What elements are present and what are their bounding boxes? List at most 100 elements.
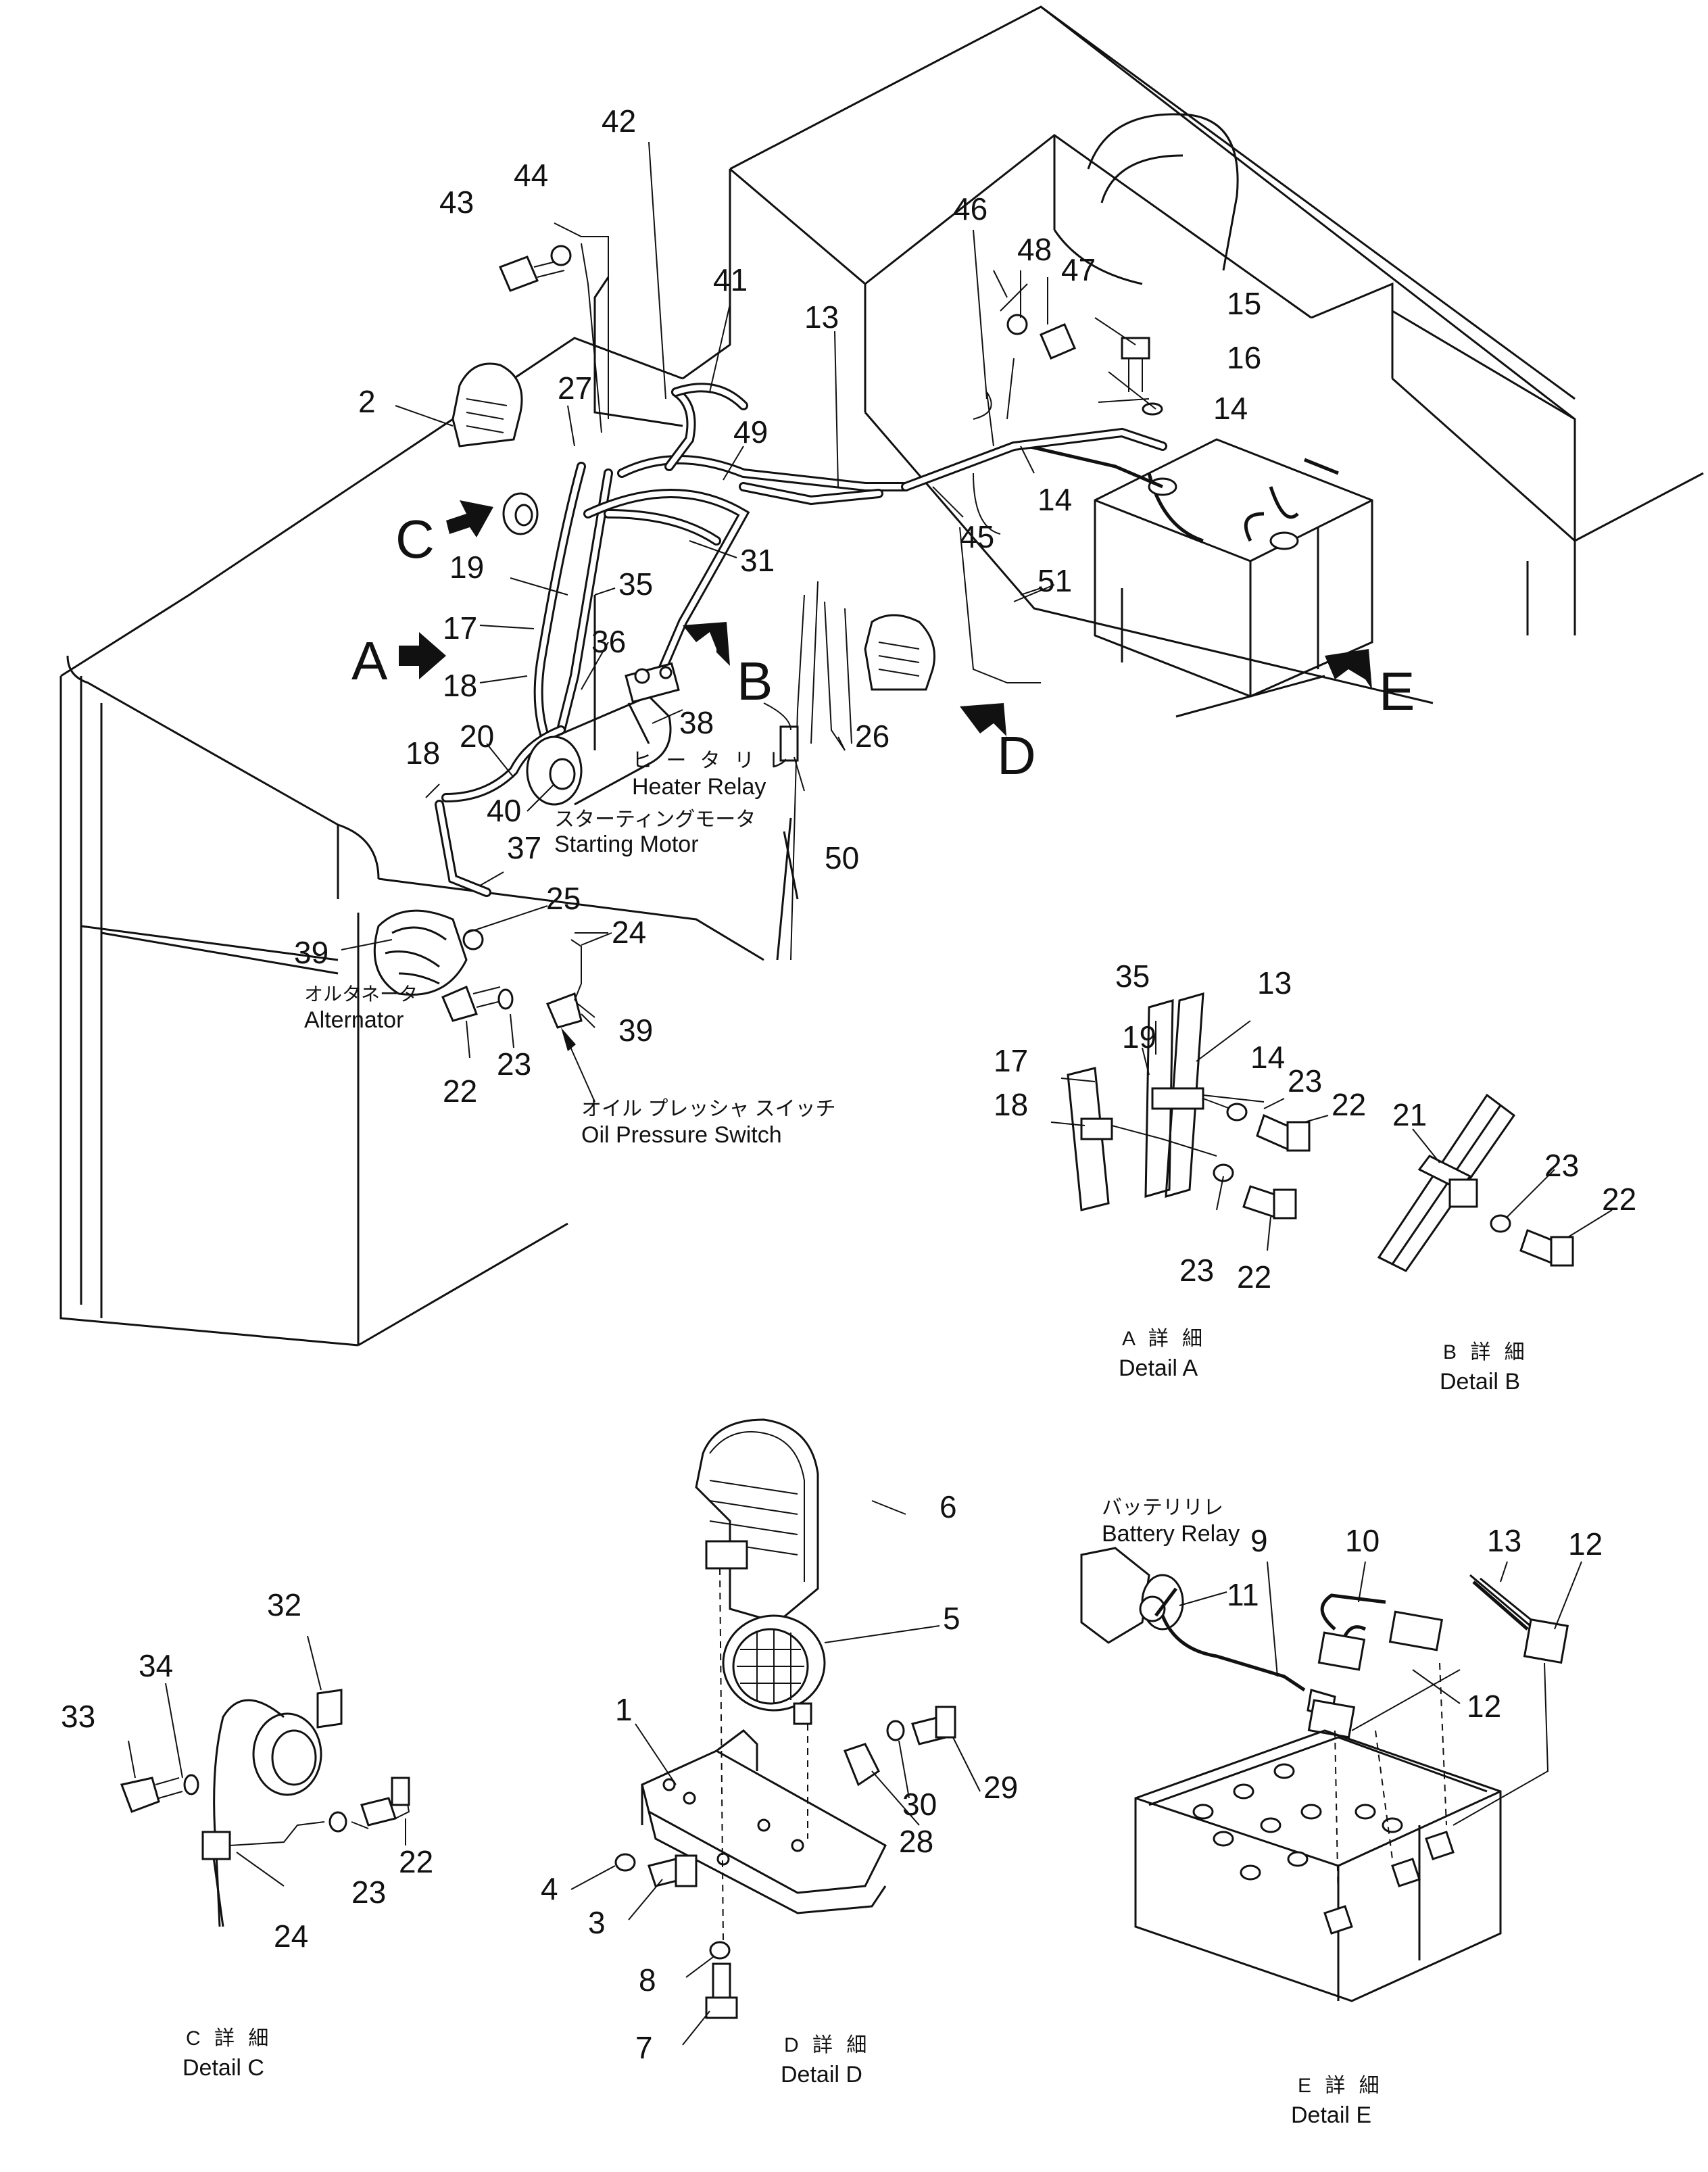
callout-25: 25 xyxy=(546,881,581,916)
callout-8: 8 xyxy=(639,1962,656,1998)
callout-22-b: 22 xyxy=(1602,1182,1636,1217)
callout-42: 42 xyxy=(602,103,636,139)
arrow-b xyxy=(683,622,730,666)
callout-51: 51 xyxy=(1038,563,1072,598)
callout-38: 38 xyxy=(679,705,714,740)
callouts-detail-c: 32 34 33 22 23 24 C 詳 細 Detail C xyxy=(61,1587,433,2081)
callout-18-main-b: 18 xyxy=(406,735,440,771)
main-fasteners xyxy=(441,245,1163,1029)
battery-relay-label: Battery Relay xyxy=(1102,1521,1240,1547)
callout-5: 5 xyxy=(943,1601,960,1636)
callout-49: 49 xyxy=(733,414,768,450)
callout-17-a: 17 xyxy=(994,1043,1028,1078)
callout-30: 30 xyxy=(902,1787,937,1822)
callout-27: 27 xyxy=(558,370,592,406)
arrow-c xyxy=(446,500,493,537)
callout-23-main: 23 xyxy=(497,1046,531,1082)
arrow-a xyxy=(399,632,446,679)
callout-3: 3 xyxy=(588,1905,606,1940)
callout-35-a: 35 xyxy=(1115,959,1150,994)
callout-48: 48 xyxy=(1017,232,1052,267)
callout-17-main: 17 xyxy=(443,610,477,646)
callout-23-a2: 23 xyxy=(1179,1253,1214,1288)
alternator-assembly xyxy=(373,909,484,996)
callout-37: 37 xyxy=(507,830,541,865)
detail-c-caption-jp: C 詳 細 xyxy=(186,2027,272,2050)
callout-13-a: 13 xyxy=(1257,965,1292,1000)
arrow-d xyxy=(960,703,1007,744)
callout-47: 47 xyxy=(1061,252,1096,287)
callout-40: 40 xyxy=(487,793,521,828)
callouts-detail-a-b: 35 13 17 19 14 23 22 18 23 22 21 23 22 xyxy=(994,959,1636,1295)
work-lamp-right-main xyxy=(864,614,935,691)
detail-c-drawing xyxy=(120,1635,410,1927)
callouts-detail-e: バッテリリレ Battery Relay 9 10 13 12 11 12 E … xyxy=(1102,1497,1603,2128)
callout-9: 9 xyxy=(1250,1523,1268,1558)
callout-22-a1: 22 xyxy=(1332,1087,1366,1122)
callout-35-main: 35 xyxy=(618,566,653,602)
callout-32: 32 xyxy=(267,1587,301,1622)
callout-19-main: 19 xyxy=(449,550,484,585)
callout-22-a2: 22 xyxy=(1237,1259,1271,1295)
starting-motor-assembly xyxy=(526,662,680,806)
callout-24-c: 24 xyxy=(274,1918,308,1954)
view-letter-a: A xyxy=(351,631,388,691)
callout-31: 31 xyxy=(740,543,775,578)
callout-28: 28 xyxy=(899,1824,933,1859)
detail-a-caption-jp: A 詳 細 xyxy=(1122,1328,1206,1350)
callout-16: 16 xyxy=(1227,340,1261,375)
horn-main xyxy=(502,492,539,535)
heater-relay-label: Heater Relay xyxy=(632,774,766,800)
callout-43: 43 xyxy=(439,185,474,220)
battery-main-view xyxy=(1027,438,1373,698)
callout-39-main-b: 39 xyxy=(618,1013,653,1048)
detail-b-caption-jp: B 詳 細 xyxy=(1443,1341,1529,1363)
starting-motor-label: Starting Motor xyxy=(554,831,699,857)
main-leader-lines xyxy=(341,141,1156,1103)
callout-21: 21 xyxy=(1392,1097,1427,1132)
oil-pressure-switch-label: Oil Pressure Switch xyxy=(581,1122,782,1148)
callout-46: 46 xyxy=(953,191,987,226)
callout-1: 1 xyxy=(615,1692,633,1727)
callout-19-a: 19 xyxy=(1122,1019,1156,1055)
detail-e-caption-jp: E 詳 細 xyxy=(1298,2075,1384,2097)
callout-10: 10 xyxy=(1345,1523,1380,1558)
view-letters: A B C D E xyxy=(351,509,1415,786)
callout-15: 15 xyxy=(1227,286,1261,321)
detail-d-caption-jp: D 詳 細 xyxy=(784,2034,871,2056)
callout-18-a: 18 xyxy=(994,1087,1028,1122)
callout-6: 6 xyxy=(940,1489,957,1524)
view-letter-b: B xyxy=(737,651,773,711)
callout-45: 45 xyxy=(960,519,994,554)
callout-36: 36 xyxy=(591,624,626,659)
machine-body-outline xyxy=(59,5,1704,1347)
alternator-label: Alternator xyxy=(304,1007,404,1033)
starting-motor-label-jp: スターティングモータ xyxy=(554,809,756,831)
callout-23-c: 23 xyxy=(351,1875,386,1910)
detail-a-caption: Detail A xyxy=(1119,1355,1198,1381)
view-letter-e: E xyxy=(1379,661,1415,721)
callout-33: 33 xyxy=(61,1699,95,1734)
callout-29: 29 xyxy=(983,1770,1018,1805)
alternator-label-jp: オルタネータ xyxy=(304,984,418,1005)
callout-14-d: 14 xyxy=(1250,1040,1285,1075)
detail-d-drawing xyxy=(570,1418,981,2046)
detail-d-caption: Detail D xyxy=(781,2062,862,2087)
detail-b-caption: Detail B xyxy=(1440,1369,1520,1395)
callout-4: 4 xyxy=(541,1871,558,1906)
callout-12-e1: 12 xyxy=(1568,1526,1603,1562)
oil-pressure-switch-label-jp: オイル プレッシャ スイッチ xyxy=(581,1098,836,1120)
callout-12-e2: 12 xyxy=(1467,1689,1501,1724)
callout-26: 26 xyxy=(855,719,889,754)
detail-b-drawing xyxy=(1377,1093,1613,1272)
component-labels: ヒ ー タ リ レ Heater Relay スターティングモータ Starti… xyxy=(304,750,836,1148)
arrow-e xyxy=(1325,649,1372,690)
callout-11: 11 xyxy=(1227,1577,1259,1612)
detail-captions-ab: A 詳 細 Detail A B 詳 細 Detail B xyxy=(1119,1328,1529,1395)
callout-39-main-a: 39 xyxy=(294,935,328,970)
heater-relay-label-jp: ヒ ー タ リ レ xyxy=(632,750,792,772)
callout-18-main-a: 18 xyxy=(443,668,477,703)
detail-e-caption: Detail E xyxy=(1291,2102,1371,2128)
callout-14-a: 14 xyxy=(1213,391,1248,426)
battery-relay-label-jp: バッテリリレ xyxy=(1102,1497,1223,1519)
